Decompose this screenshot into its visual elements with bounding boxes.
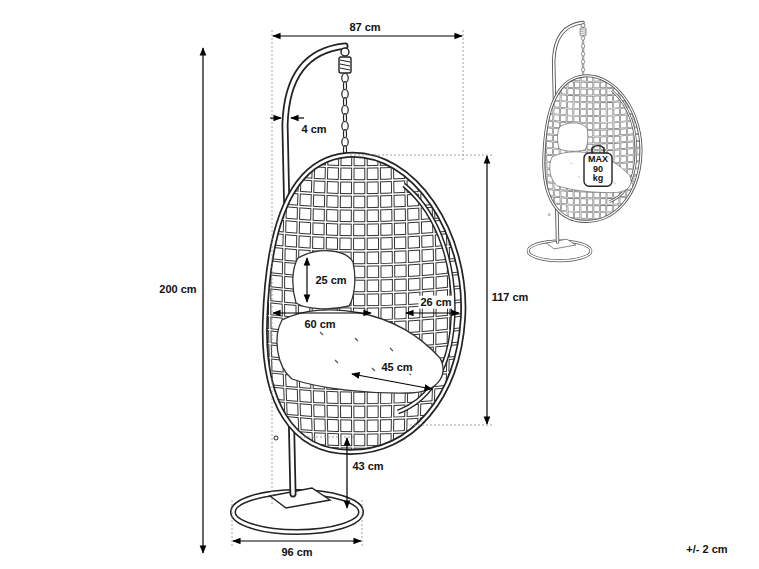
extension-line: [362, 500, 363, 546]
hanging-chair: [233, 46, 470, 532]
dimension-line: [346, 438, 347, 508]
extension-line: [463, 30, 464, 160]
dimension-label: 200 cm: [157, 283, 198, 296]
egg-rim-fill: [265, 155, 464, 452]
kettlebell-body: [584, 153, 612, 186]
wicker-strand: [255, 258, 470, 265]
dimension-line: [352, 374, 432, 389]
spring: [339, 57, 351, 73]
spring-coils: [340, 60, 350, 70]
seat-cushion: [277, 310, 443, 393]
extension-line: [410, 425, 492, 426]
extension-line: [300, 437, 355, 438]
wicker-strand: [364, 150, 367, 455]
dimension-label: 43 cm: [350, 460, 385, 473]
dimension-label: 45 cm: [379, 361, 414, 374]
dimension-label: 96 cm: [279, 546, 314, 559]
wicker-strand: [255, 244, 470, 251]
wicker-strand: [255, 174, 470, 181]
extension-line: [232, 500, 233, 546]
wicker-strand: [392, 150, 394, 455]
base-plate: [270, 488, 330, 508]
wicker-strand: [378, 150, 380, 455]
wicker-strand: [255, 244, 470, 251]
wicker-strand: [256, 150, 262, 455]
egg-basket: [255, 150, 470, 461]
stand-base: [233, 488, 361, 532]
weight-limit: MAX 90 kg: [588, 155, 608, 183]
back-pillow: [293, 251, 355, 309]
wicker-strand: [255, 160, 470, 167]
chain-links: [342, 74, 348, 155]
dimension-label: 4 cm: [299, 123, 328, 136]
dimension-lines: [203, 36, 487, 553]
extension-line: [272, 30, 273, 505]
wicker-strand: [255, 160, 470, 167]
wicker-strand: [365, 150, 366, 455]
wicker-strand: [392, 150, 394, 455]
dimension-label: 26 cm: [418, 296, 453, 309]
dimension-line: [270, 117, 281, 118]
dimension-line: [486, 156, 487, 424]
extension-lines: [232, 30, 492, 546]
dimension-line: [291, 117, 304, 118]
wicker-strand: [255, 426, 470, 433]
wicker-strand: [352, 150, 354, 455]
chain: [339, 48, 351, 155]
hook: [341, 48, 349, 56]
egg-rim: [265, 155, 464, 452]
wicker-strand: [255, 174, 470, 181]
wicker-strand: [255, 188, 470, 195]
dimension-label: 117 cm: [490, 291, 531, 304]
wicker-strand: [255, 286, 470, 293]
dimension-line: [273, 35, 462, 36]
dimension-label: 87 cm: [347, 21, 382, 34]
dimension-line: [202, 48, 203, 553]
wicker-strand: [377, 150, 381, 455]
weight-badge: MAX 90 kg: [583, 144, 613, 187]
wicker-strand: [255, 426, 470, 433]
dimension-line: [306, 258, 307, 302]
wicker-weave: [255, 150, 470, 461]
dimension-label: 60 cm: [302, 318, 337, 331]
wicker-strand: [255, 440, 470, 447]
dimension-label: +/- 2 cm: [684, 543, 729, 556]
pole-bolt: [274, 436, 278, 440]
wicker-strand: [255, 286, 470, 293]
wicker-strand: [255, 440, 470, 447]
wicker-strand: [255, 188, 470, 195]
wicker-strand: [256, 150, 262, 455]
dimension-line: [233, 540, 361, 541]
dimension-line: [273, 312, 371, 313]
wicker-strand: [255, 272, 470, 279]
wicker-strand: [255, 258, 470, 265]
chair-thumbnail: [528, 23, 644, 261]
wicker-strand: [255, 272, 470, 279]
dimension-line: [406, 312, 459, 313]
dimension-label: 25 cm: [313, 274, 348, 287]
extension-line: [350, 155, 492, 156]
